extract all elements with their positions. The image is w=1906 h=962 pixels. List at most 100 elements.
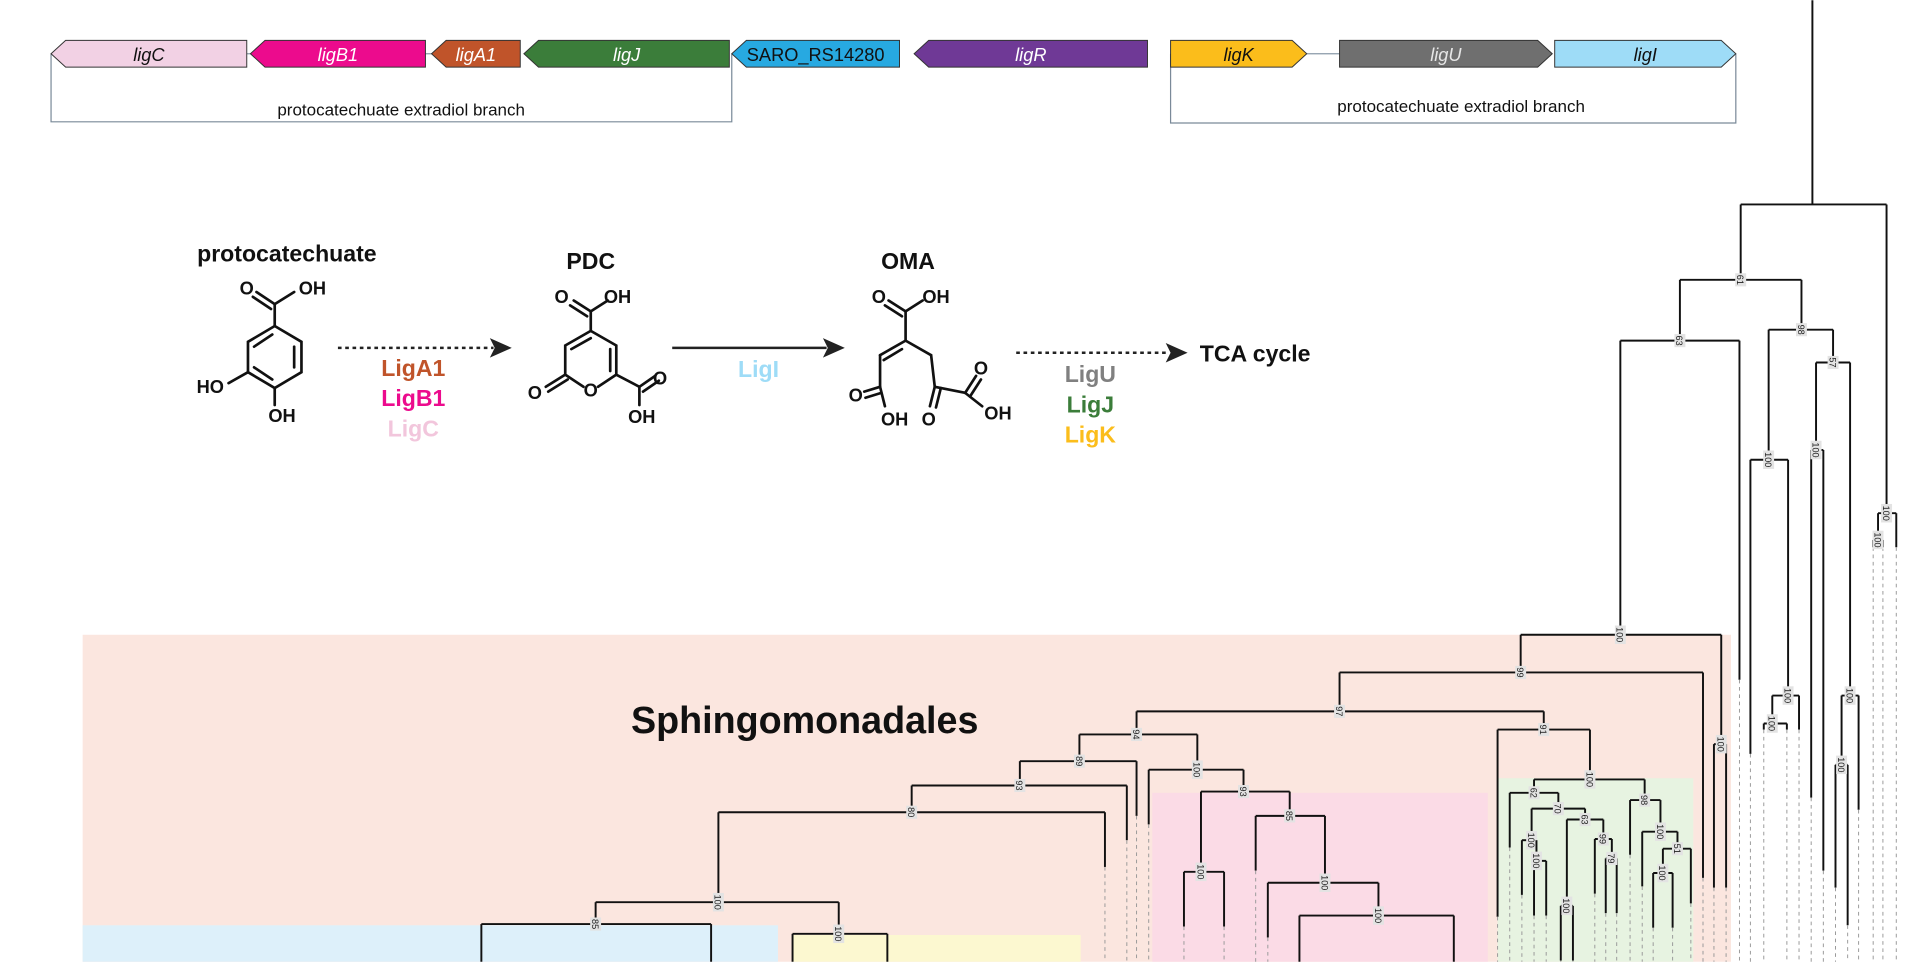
support-value: 70 [1553, 804, 1563, 814]
support-value: 100 [1192, 762, 1202, 777]
bootstrap-support: 62 [1528, 786, 1540, 800]
atom: O [555, 286, 569, 307]
bracket-right-label: protocatechuate extradiol branch [1337, 97, 1585, 116]
gene-arrow [50, 39, 248, 68]
support-value: 100 [1767, 716, 1777, 731]
support-bg [1191, 760, 1203, 779]
support-value: 98 [1796, 325, 1806, 335]
gene-arrow [430, 39, 521, 68]
support-value: 100 [1373, 908, 1383, 923]
support-value: 100 [1657, 865, 1667, 880]
support-value: 51 [1672, 844, 1682, 854]
atom: O [922, 409, 936, 430]
arrowhead-icon [822, 338, 845, 358]
bootstrap-support: 94 [1131, 727, 1143, 742]
bootstrap-support: 100 [1195, 862, 1207, 882]
compound-name: protocatechuate [197, 241, 377, 267]
gene-arrow [1554, 39, 1737, 68]
support-value: 100 [1881, 506, 1891, 521]
atom: OH [604, 286, 631, 307]
bootstrap-support: 100 [1716, 734, 1727, 754]
bootstrap-support: 100 [1373, 906, 1384, 925]
atom: OH [922, 286, 949, 307]
bootstrap-support: 100 [1767, 714, 1778, 733]
support-value: 99 [1515, 667, 1525, 677]
gene-arrow [1339, 39, 1553, 68]
atom: O [240, 277, 254, 298]
support-value: 100 [1844, 688, 1854, 703]
gene-ligc: ligC [50, 39, 248, 68]
bootstrap-support: 100 [833, 924, 845, 944]
gene-ligi: ligI [1554, 39, 1737, 68]
support-value: 85 [1284, 811, 1294, 821]
atom: OH [299, 277, 326, 298]
bootstrap-support: 93 [1014, 778, 1026, 793]
gene-ligr: ligR [913, 39, 1148, 68]
support-value: 99 [1598, 834, 1608, 844]
support-value: 100 [1810, 442, 1820, 457]
bootstrap-support: 100 [1872, 530, 1884, 550]
support-bg [1782, 686, 1794, 705]
support-bg [1073, 754, 1085, 768]
bootstrap-support: 85 [590, 917, 602, 931]
enzyme-ligb1: LigB1 [381, 385, 445, 411]
gene-ligj: ligJ [523, 39, 730, 68]
bootstrap-support: 63 [1674, 334, 1686, 348]
gene-label: ligA1 [456, 44, 497, 65]
gene-label: ligC [133, 44, 165, 65]
enzyme-ligu: LigU [1065, 361, 1116, 387]
support-bg [1672, 842, 1683, 856]
gene-label: ligB1 [318, 44, 359, 65]
support-value: 97 [1334, 706, 1344, 716]
bootstrap-support: 93 [1238, 785, 1249, 799]
bootstrap-support: 100 [1881, 503, 1893, 523]
support-value: 63 [1674, 336, 1684, 346]
support-bg [1795, 323, 1807, 337]
blue-clade-region [82, 925, 778, 962]
support-value: 100 [1584, 772, 1594, 787]
arrowhead-icon [489, 338, 512, 358]
bracket-left-label: protocatechuate extradiol branch [277, 101, 525, 120]
bracket-left [50, 53, 733, 123]
support-bg [1334, 704, 1346, 718]
support-value: 100 [1763, 452, 1773, 467]
support-value: 93 [1014, 780, 1024, 790]
support-bg [1654, 822, 1666, 841]
bootstrap-support: 100 [1657, 863, 1669, 883]
bootstrap-support: 100 [1836, 755, 1848, 775]
enzyme-ligi: LigI [738, 356, 779, 382]
support-bg [1538, 723, 1550, 737]
support-bg [906, 805, 918, 819]
gene-ligu: ligU [1339, 39, 1553, 68]
compound-oma: OMA O OH O OH O O OH [849, 248, 1012, 430]
support-value: 85 [590, 919, 600, 929]
support-bg [1552, 802, 1564, 816]
support-value: 100 [1526, 833, 1536, 848]
gene-cluster: protocatechuate extradiol branch protoca… [50, 39, 1737, 124]
support-bg [1528, 786, 1540, 800]
support-value: 100 [1561, 898, 1571, 913]
support-value: 100 [1615, 627, 1625, 642]
support-value: 100 [1836, 757, 1846, 772]
bootstrap-support: 70 [1552, 802, 1564, 816]
bootstrap-support: 57 [1827, 355, 1839, 370]
compound-name: OMA [881, 248, 935, 274]
compound-name: PDC [566, 248, 615, 274]
support-bg [1530, 851, 1542, 871]
atom: O [528, 382, 542, 403]
compound-pdc: PDC O OH O O O OH [528, 248, 667, 427]
support-value: 79 [1606, 853, 1616, 863]
gene-label: ligR [1015, 44, 1046, 65]
support-bg [590, 917, 602, 931]
support-value: 100 [1716, 737, 1726, 752]
atom: O [584, 380, 598, 401]
clade-label: Sphingomonadales [631, 699, 978, 741]
support-bg [1131, 727, 1143, 742]
gene-label: ligJ [613, 44, 641, 65]
bootstrap-support: 97 [1334, 704, 1346, 718]
support-bg [1597, 832, 1609, 846]
support-value: 89 [1074, 756, 1084, 766]
support-bg [1319, 873, 1331, 892]
atom: OH [984, 403, 1011, 424]
bootstrap-support: 98 [1639, 793, 1651, 807]
